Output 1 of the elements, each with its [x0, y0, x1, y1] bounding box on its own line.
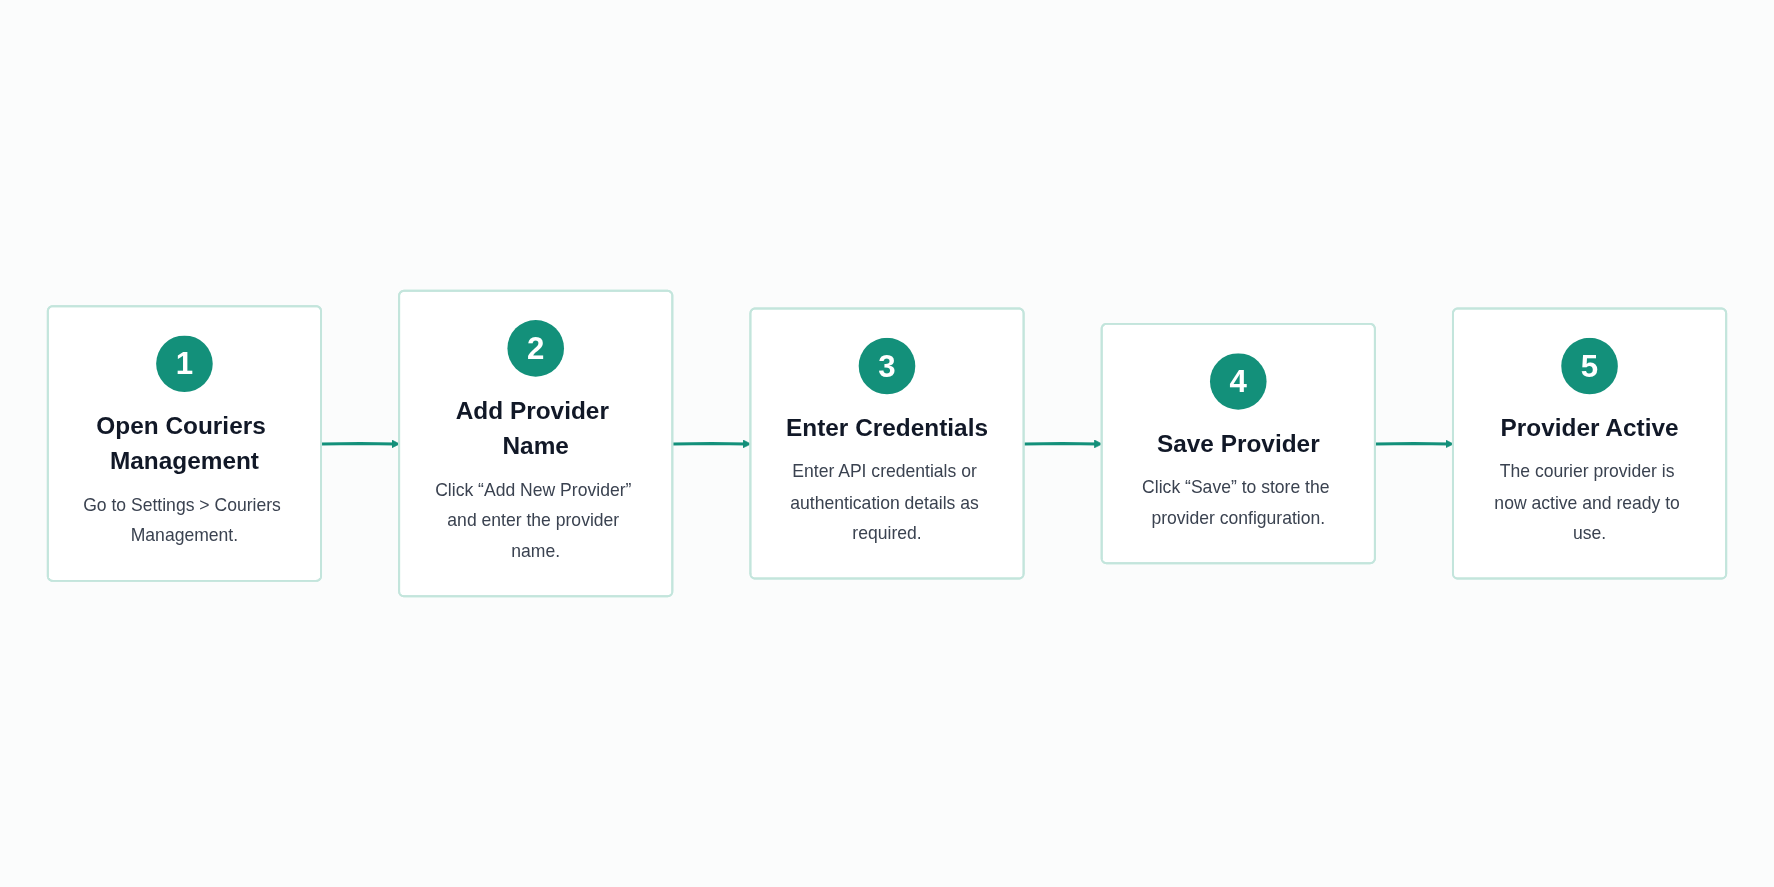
- arrow: [321, 439, 400, 449]
